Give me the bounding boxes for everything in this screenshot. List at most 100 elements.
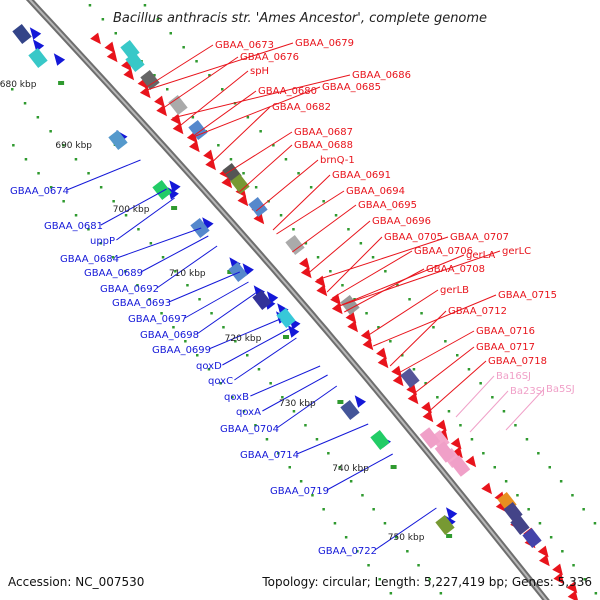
guide-dot — [114, 32, 117, 35]
forward-leader-line — [396, 330, 475, 375]
forward-gene-arrow — [392, 374, 404, 387]
guide-dot — [396, 284, 399, 287]
reverse-leader-line — [276, 385, 338, 429]
forward-leader-line — [309, 220, 371, 273]
reverse-gene-label: GBAA_0681 — [44, 221, 103, 232]
forward-gene-arrow — [376, 347, 387, 360]
guide-dot — [322, 508, 325, 511]
guide-dot — [349, 480, 353, 483]
forward-gene-label: GBAA_0717 — [476, 342, 535, 353]
forward-gene-label: GBAA_0687 — [294, 127, 353, 138]
forward-leader-line — [292, 204, 357, 253]
forward-gene-domain — [285, 235, 305, 255]
forward-gene-arrow — [316, 284, 328, 297]
reverse-gene-domain — [108, 130, 128, 150]
guide-dot — [444, 340, 447, 343]
forward-leader-line — [190, 90, 257, 139]
rrna-leader-line — [505, 388, 545, 431]
guide-dot — [234, 340, 237, 343]
guide-dot — [412, 368, 416, 371]
guide-dot — [297, 172, 300, 175]
forward-gene-label: GBAA_0676 — [240, 52, 299, 63]
reverse-leader-line — [208, 318, 281, 350]
forward-gene-label: GBAA_0694 — [346, 186, 405, 197]
guide-dot — [334, 214, 338, 217]
guide-dot — [36, 116, 40, 119]
guide-dot — [309, 186, 313, 189]
forward-gene-arrow — [347, 320, 358, 333]
forward-gene-arrow — [237, 194, 249, 207]
guide-dot — [322, 200, 325, 203]
reverse-gene-domain — [276, 308, 296, 328]
guide-dot — [174, 270, 177, 273]
gene-features — [12, 24, 578, 600]
forward-gene-label: GBAA_0707 — [450, 232, 509, 243]
forward-gene-domain — [400, 368, 420, 388]
guide-dot — [259, 130, 262, 133]
reverse-gene-label: qoxA — [236, 407, 261, 418]
rrna-leader-line — [455, 375, 495, 418]
forward-leader-line — [144, 44, 214, 89]
guide-dot — [459, 424, 462, 427]
guide-dot — [99, 242, 103, 245]
guide-dot — [112, 200, 115, 203]
guide-dot — [504, 480, 508, 483]
kbp-tick-mark — [227, 270, 234, 274]
forward-gene-arrow — [300, 266, 312, 279]
guide-dot — [62, 200, 65, 203]
guide-dot — [229, 158, 233, 161]
guide-dot — [149, 242, 153, 245]
guide-dot — [269, 382, 272, 385]
forward-gene-arrow — [331, 302, 343, 315]
rrna-label: Ba5SJ — [546, 384, 575, 395]
forward-gene-label: GBAA_0680 — [258, 86, 317, 97]
guide-dot — [561, 550, 564, 553]
forward-gene-arrow — [452, 446, 463, 459]
guide-dot — [254, 424, 257, 427]
guide-dot — [37, 172, 40, 175]
forward-leader-line — [373, 294, 497, 347]
forward-gene-label: GBAA_0679 — [295, 38, 354, 49]
guide-dot — [378, 578, 381, 581]
guide-dot — [582, 508, 585, 511]
track-guides — [11, 4, 598, 595]
reverse-gene-label: GBAA_0674 — [10, 186, 69, 197]
forward-gene-arrow — [391, 365, 402, 378]
forward-leader-line — [332, 250, 413, 299]
guide-dot — [408, 298, 411, 301]
guide-dot — [514, 424, 517, 427]
reverse-leader-line — [296, 423, 369, 455]
guide-dot — [527, 508, 530, 511]
guide-dot — [217, 144, 220, 147]
reverse-gene-domain — [370, 430, 390, 450]
guide-dot — [292, 410, 296, 413]
forward-gene-label: GBAA_0708 — [426, 264, 485, 275]
guide-dot — [191, 116, 195, 119]
guide-dot — [153, 74, 156, 77]
guide-dot — [367, 564, 370, 567]
reverse-gene-label: GBAA_0698 — [140, 330, 199, 341]
guide-dot — [356, 550, 359, 553]
guide-dot — [87, 228, 90, 231]
rrna-block — [434, 441, 456, 463]
guide-dot — [11, 88, 14, 91]
reverse-gene-arrow — [167, 187, 179, 200]
guide-dot — [207, 368, 211, 371]
guide-dot — [196, 354, 199, 357]
forward-gene-label: GBAA_0712 — [448, 306, 507, 317]
guide-dot — [219, 382, 222, 385]
rrna-leader-line — [469, 390, 509, 433]
guide-dot — [246, 116, 250, 119]
guide-dot — [383, 522, 387, 525]
forward-gene-label: GBAA_0673 — [215, 40, 274, 51]
forward-gene-label: GBAA_0688 — [294, 140, 353, 151]
guide-dot — [257, 368, 261, 371]
guide-dot — [538, 522, 542, 525]
forward-gene-label: brnQ-1 — [320, 155, 355, 166]
reverse-gene-label: GBAA_0692 — [100, 284, 159, 295]
forward-gene-arrow — [360, 329, 372, 342]
forward-gene-arrow — [436, 419, 447, 432]
forward-gene-arrow — [345, 311, 357, 324]
guide-dot — [23, 102, 27, 105]
reverse-gene-domain — [340, 400, 360, 420]
